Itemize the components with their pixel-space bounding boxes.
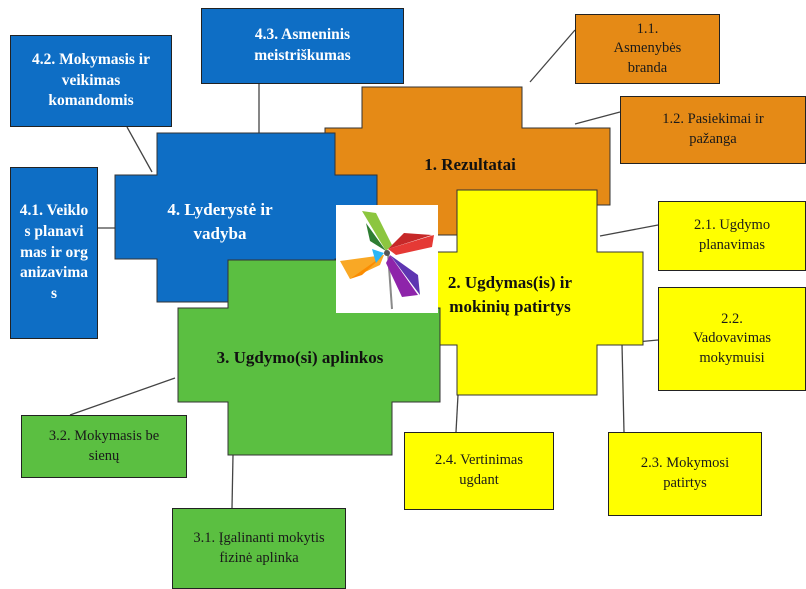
subarea-4-3: 4.3. Asmeninis meistriškumas: [201, 8, 404, 84]
subarea-3-2: 3.2. Mokymasis be sienų: [21, 415, 187, 478]
education-title: 2. Ugdymas(is) ir mokinių patirtys: [447, 273, 573, 316]
leadership-title: 4. Lyderystė ir vadyba: [167, 200, 273, 243]
subarea-4-1: 4.1. Veiklos planavimas ir organizavimas: [10, 167, 98, 339]
subarea-1-2: 1.2. Pasiekimai ir pažanga: [620, 96, 806, 164]
subarea-2-1: 2.1. Ugdymo planavimas: [658, 201, 806, 271]
subarea-2-4: 2.4. Vertinimas ugdant: [404, 432, 554, 510]
subarea-3-1: 3.1. Įgalinanti mokytis fizinė aplinka: [172, 508, 346, 589]
subarea-1-1: 1.1. Asmenybės branda: [575, 14, 720, 84]
connector-2-4: [455, 394, 459, 433]
connector-3-2: [69, 377, 176, 416]
subarea-2-3: 2.3. Mokymosi patirtys: [608, 432, 762, 516]
connector-1-2: [574, 111, 621, 125]
connector-4-2: [126, 126, 153, 173]
pinwheel-icon: [340, 211, 434, 310]
logo: [336, 205, 438, 313]
subarea-2-2: 2.2. Vadovavimas mokymuisi: [658, 287, 806, 391]
connector-1-1: [529, 29, 576, 83]
connector-2-3: [621, 343, 625, 433]
connector-2-1: [599, 224, 659, 237]
subarea-4-2: 4.2. Mokymasis ir veikimas komandomis: [10, 35, 172, 127]
results-title: 1. Rezultatai: [424, 155, 516, 175]
environment-title: 3. Ugdymo(si) aplinkos: [216, 348, 384, 368]
connector-3-1: [231, 454, 234, 509]
